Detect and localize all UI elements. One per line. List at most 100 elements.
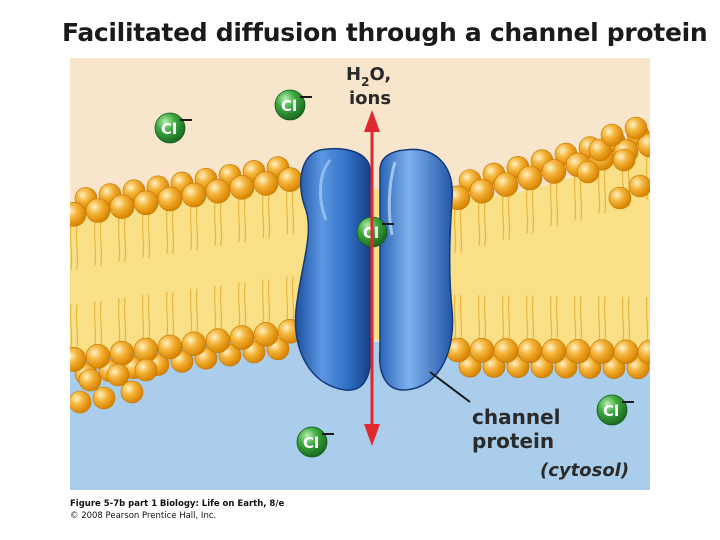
ion-symbol: Cl xyxy=(161,120,177,138)
lipid-head xyxy=(78,368,102,392)
lipid-tail xyxy=(501,194,505,240)
lipid-head xyxy=(181,182,207,208)
lipid-head xyxy=(613,339,639,365)
lipid-tail xyxy=(507,295,511,341)
chloride-ion: Cl xyxy=(154,112,192,144)
h2o-rest: O, xyxy=(369,64,391,85)
chloride-ion: Cl xyxy=(274,89,312,121)
lipid-head xyxy=(469,178,495,204)
ion-symbol: Cl xyxy=(303,434,319,452)
lipid-tail xyxy=(189,288,193,334)
lipid-tail xyxy=(117,298,121,344)
lipid-tail xyxy=(171,291,175,338)
lipid-head xyxy=(134,358,158,382)
ion-sphere xyxy=(274,89,306,121)
lipid-head xyxy=(576,160,600,184)
h2o-subscript: 2 xyxy=(361,75,369,89)
lipid-head xyxy=(517,338,543,364)
lipid-head xyxy=(541,338,567,364)
lipid-tail xyxy=(291,189,295,235)
lipid-tail xyxy=(549,181,553,227)
lipid-tail xyxy=(213,201,217,247)
lipid-tail xyxy=(195,204,199,251)
lipid-tail xyxy=(70,224,73,270)
lipid-tail xyxy=(501,295,505,341)
cytosol-label: (cytosol) xyxy=(540,460,629,481)
lipid-tail xyxy=(597,296,601,342)
lipid-head xyxy=(85,344,111,369)
lipid-head xyxy=(106,363,130,387)
lipid-tail xyxy=(531,295,535,341)
lipid-tail xyxy=(652,155,653,200)
figure-caption: Figure 5-7b part 1 Biology: Life on Eart… xyxy=(70,498,284,522)
lipid-tail xyxy=(261,193,265,239)
lipid-head xyxy=(205,178,231,204)
lipid-tail xyxy=(267,279,271,325)
lipid-tail xyxy=(645,296,649,343)
lipid-tail xyxy=(219,285,223,331)
lipid-head xyxy=(588,138,612,162)
lipid-tail xyxy=(477,295,481,341)
lipid-tail xyxy=(243,282,247,328)
lipid-tail xyxy=(477,201,481,247)
lipid-tail xyxy=(165,208,169,254)
lipid-tail xyxy=(603,296,607,342)
lipid-head xyxy=(157,334,183,360)
lipid-tail xyxy=(525,295,529,341)
lipid-tail xyxy=(189,204,193,251)
lipid-tail xyxy=(237,197,241,243)
lipid-head xyxy=(229,325,255,350)
lipid-tail xyxy=(123,216,127,262)
lipid-tail xyxy=(603,168,607,214)
lipid-head xyxy=(608,186,632,210)
lipid-tail xyxy=(195,288,199,334)
lipid-tail xyxy=(93,301,97,347)
book-title: Biology: Life on Earth, 8/e xyxy=(159,499,285,509)
lipid-tail xyxy=(483,295,487,341)
lipid-tail xyxy=(261,279,265,325)
lipid-head xyxy=(600,123,624,147)
lipid-tail xyxy=(483,201,487,247)
lipid-tail xyxy=(652,297,653,342)
channel-protein-label-line1: channel xyxy=(472,405,561,429)
lipid-tail xyxy=(141,212,145,258)
lipid-head xyxy=(637,132,650,158)
lipid-head xyxy=(109,340,135,366)
lipid-tail xyxy=(147,212,151,258)
lipid-head xyxy=(109,194,135,219)
channel-protein-pointer xyxy=(429,371,471,403)
lipid-tail xyxy=(213,285,217,331)
lipid-tail xyxy=(285,276,289,322)
chloride-ions: ClClClClCl xyxy=(154,89,634,458)
channel-protein-label-line2: protein xyxy=(472,429,554,453)
lipid-tail xyxy=(525,187,529,234)
h2o-h: H xyxy=(346,64,361,85)
lipid-head xyxy=(70,202,87,227)
lipid-tail xyxy=(555,295,559,342)
lipid-tail xyxy=(459,295,463,341)
lipid-head xyxy=(253,171,279,196)
lipid-tail xyxy=(123,298,127,344)
chloride-ion: Cl xyxy=(596,394,634,426)
lipid-tail xyxy=(147,295,151,341)
lipid-head xyxy=(277,167,303,192)
ion-sphere xyxy=(596,394,628,426)
lipid-head xyxy=(70,390,92,414)
lipid-tail xyxy=(165,291,169,338)
lipid-tail xyxy=(549,295,553,342)
ions-label: ions xyxy=(349,88,391,109)
lipid-tail xyxy=(573,174,577,220)
lipid-head xyxy=(181,331,207,357)
lipid-tail xyxy=(291,276,295,322)
lipid-tail xyxy=(75,304,79,350)
lipid-head xyxy=(133,190,159,216)
lipid-tail xyxy=(117,216,121,262)
lipid-head xyxy=(85,198,111,223)
diffusion-arrow xyxy=(364,110,380,446)
lipid-head xyxy=(493,172,519,197)
lipid-tail xyxy=(579,296,583,342)
lipid-tail xyxy=(267,193,271,239)
lipid-tail xyxy=(507,194,511,240)
lipid-head xyxy=(120,380,144,404)
